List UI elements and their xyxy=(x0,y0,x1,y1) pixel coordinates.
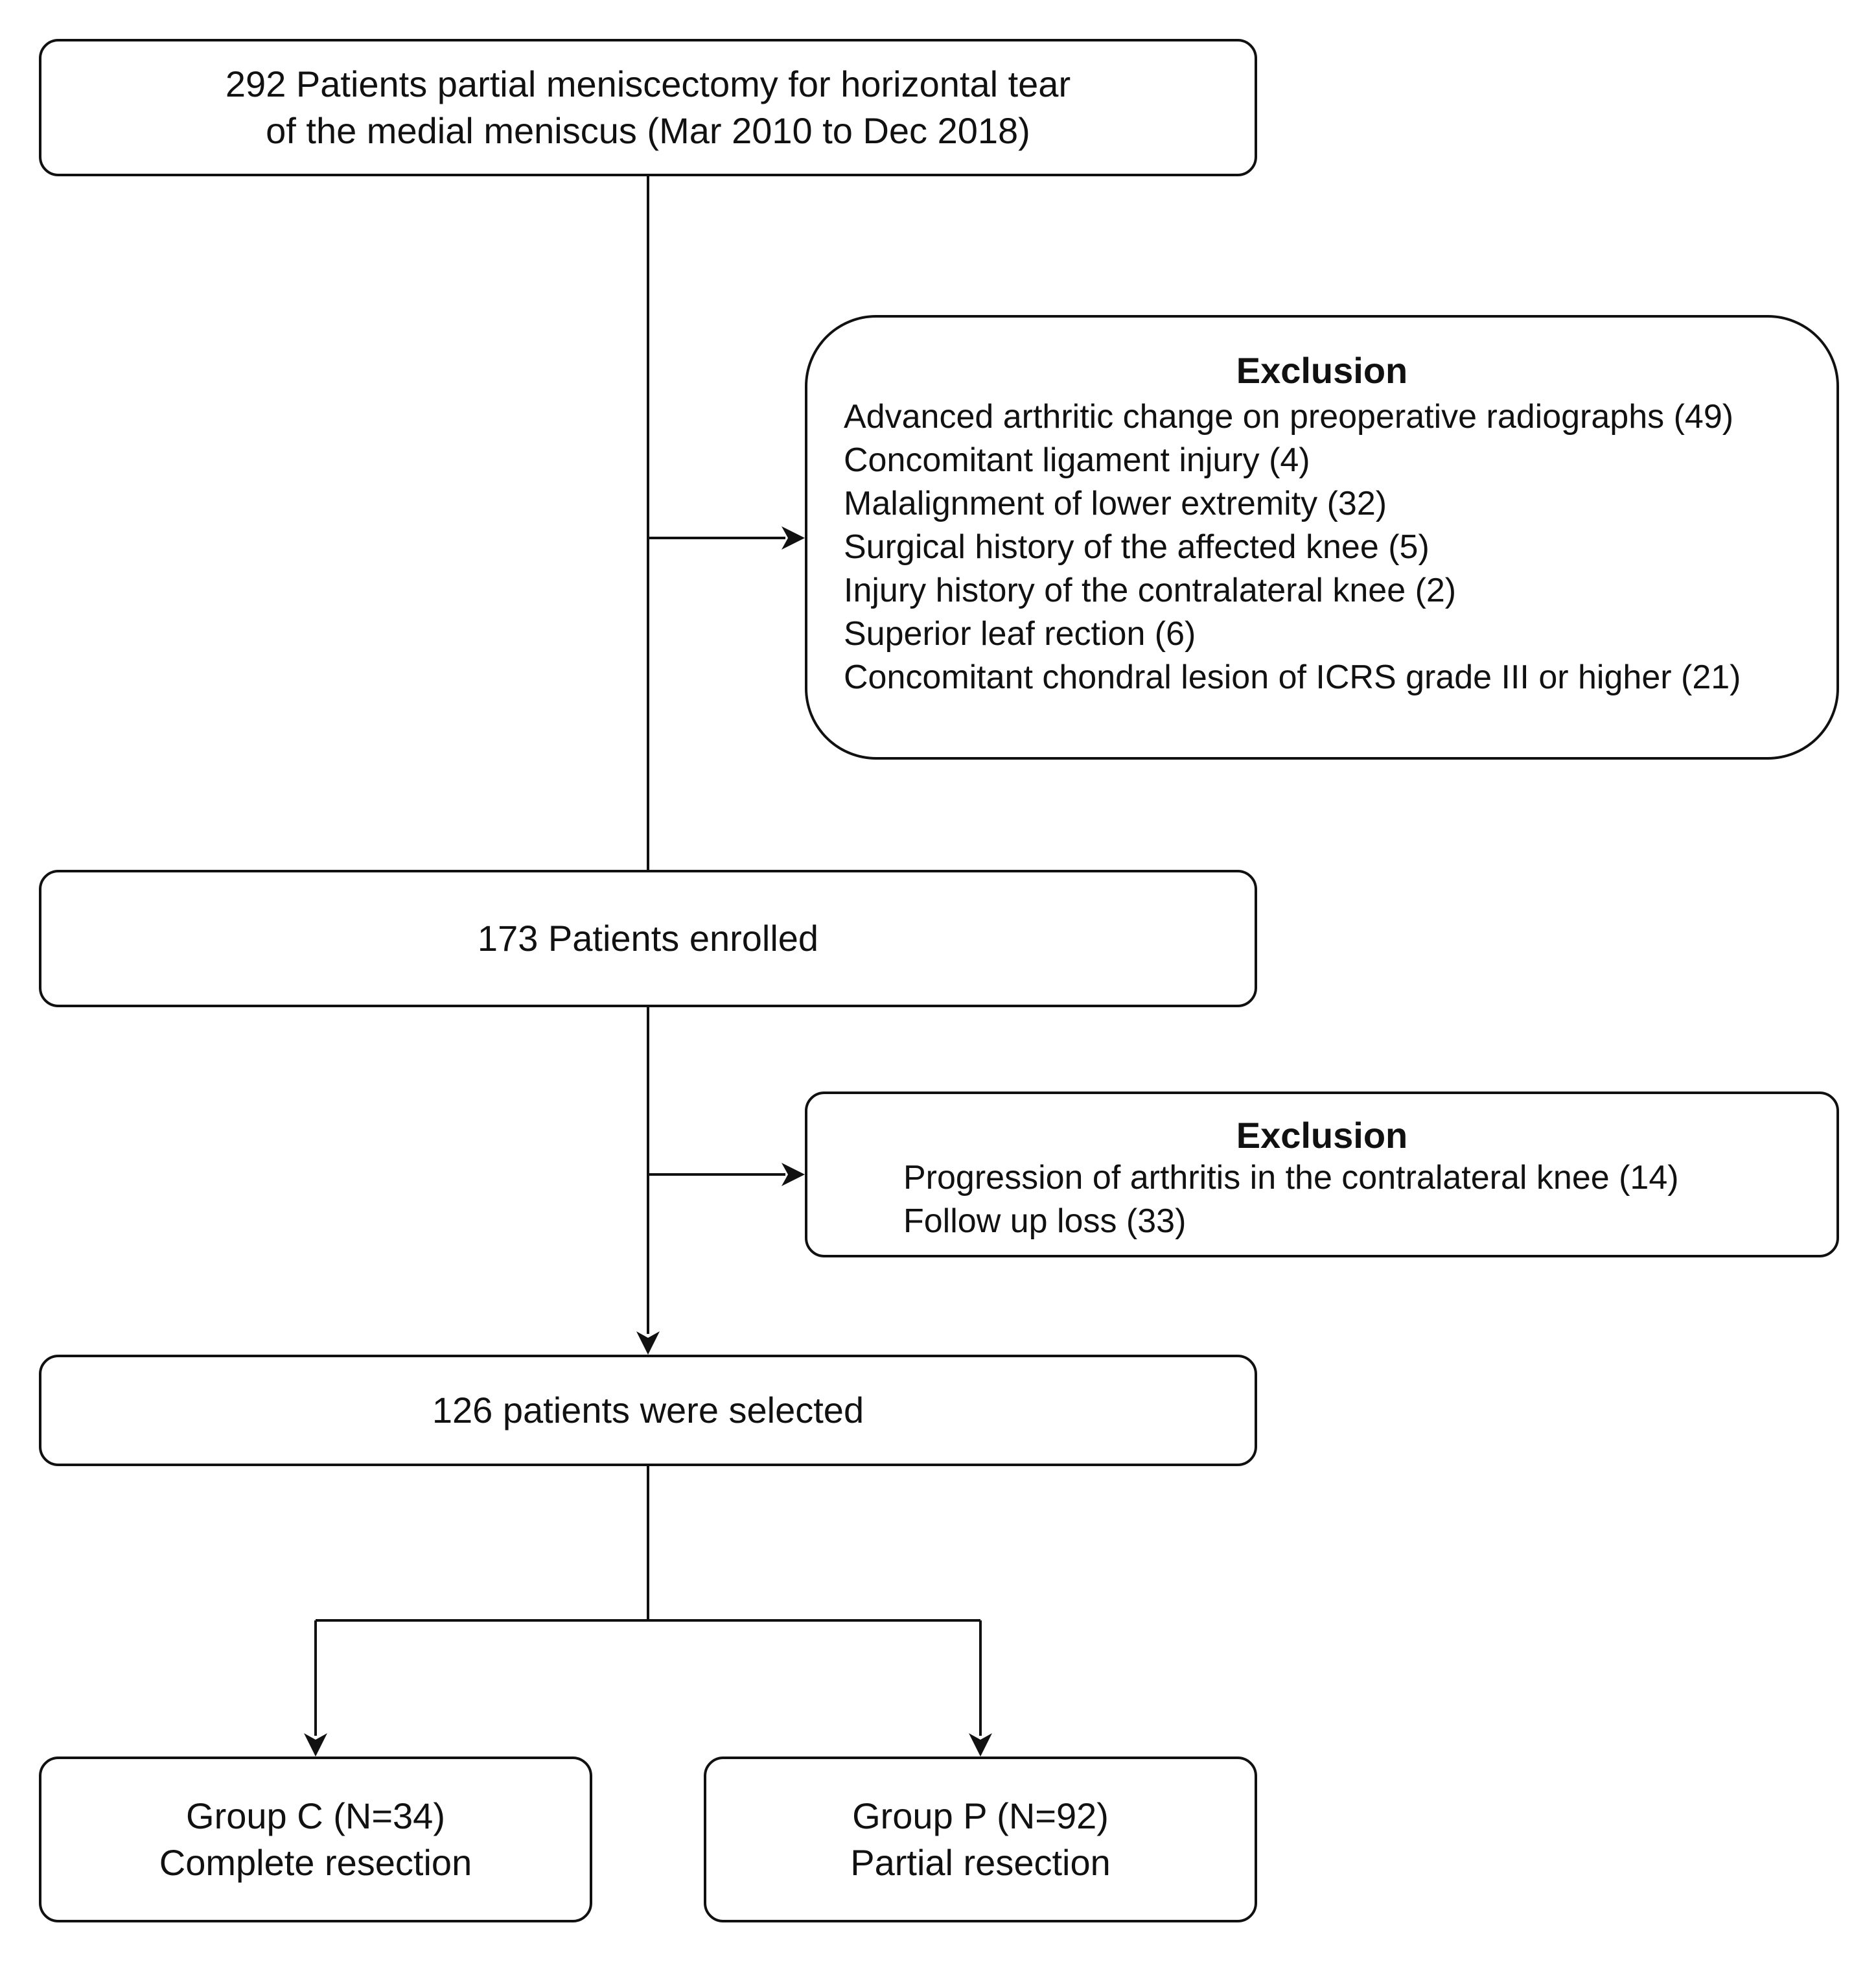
exclusion-item: Superior leaf rection (6) xyxy=(844,615,1196,653)
selected-box: 126 patients were selected xyxy=(39,1355,1257,1466)
exclusion-item: Concomitant ligament injury (4) xyxy=(844,441,1310,479)
exclusion-item: Progression of arthritis in the contrala… xyxy=(903,1159,1679,1197)
selected-box-text: 126 patients were selected xyxy=(432,1390,864,1430)
group-c-description: Complete resection xyxy=(159,1842,472,1883)
exclusion-list: Advanced arthritic change on preoperativ… xyxy=(844,395,1836,699)
group-c-box: Group C (N=34) Complete resection xyxy=(39,1757,592,1922)
arrowhead-group-p xyxy=(969,1733,992,1757)
exclusion-item: Malalignment of lower extremity (32) xyxy=(844,485,1387,522)
arrowhead-exclusion-2 xyxy=(782,1163,805,1186)
group-p-label: Group P (N=92) xyxy=(852,1795,1109,1836)
exclusion-box-1: Exclusion Advanced arthritic change on p… xyxy=(805,315,1839,760)
exclusion-item: Advanced arthritic change on preoperativ… xyxy=(844,398,1734,436)
start-box: 292 Patients partial meniscectomy for ho… xyxy=(39,39,1257,176)
group-p-box: Group P (N=92) Partial resection xyxy=(704,1757,1257,1922)
arrowhead-group-c xyxy=(304,1733,327,1757)
exclusion-title: Exclusion xyxy=(1236,1115,1408,1156)
exclusion-item: Follow up loss (33) xyxy=(903,1202,1187,1240)
exclusion-box-2: Exclusion Progression of arthritis in th… xyxy=(805,1092,1839,1257)
enrolled-box: 173 Patients enrolled xyxy=(39,870,1257,1007)
arrowhead-exclusion-1 xyxy=(782,526,805,550)
start-box-line-2: of the medial meniscus (Mar 2010 to Dec … xyxy=(266,110,1030,151)
exclusion-item: Concomitant chondral lesion of ICRS grad… xyxy=(844,659,1741,696)
start-box-line-1: 292 Patients partial meniscectomy for ho… xyxy=(225,64,1071,104)
arrowhead-selected xyxy=(636,1331,660,1355)
enrolled-box-text: 173 Patients enrolled xyxy=(477,918,819,959)
exclusion-item: Surgical history of the affected knee (5… xyxy=(844,528,1430,566)
exclusion-title: Exclusion xyxy=(1236,350,1408,391)
exclusion-list: Progression of arthritis in the contrala… xyxy=(903,1156,1836,1243)
exclusion-item: Injury history of the contralateral knee… xyxy=(844,572,1457,609)
group-c-label: Group C (N=34) xyxy=(186,1795,445,1836)
group-p-description: Partial resection xyxy=(850,1842,1111,1883)
